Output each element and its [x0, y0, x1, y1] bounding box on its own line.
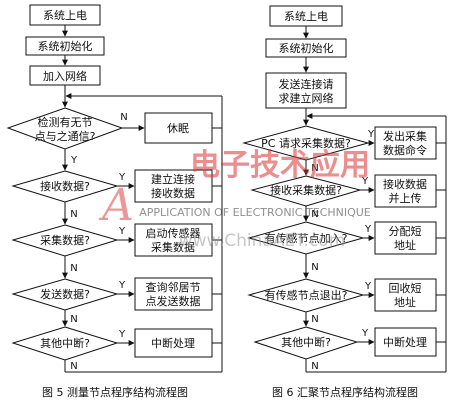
right-box-start-label: 系统上电	[284, 10, 328, 23]
right-caption: 图 6 汇聚节点程序结构流程图	[272, 385, 418, 399]
left-decision-1-line1: 检测有无节	[38, 115, 93, 129]
left-decision-4-label: 发送数据?	[40, 287, 90, 301]
left-decision-3-label: 采集数据?	[40, 233, 90, 247]
right-box-init-label: 系统初始化	[279, 41, 334, 55]
right-y-label-3: Y	[364, 224, 372, 235]
right-box-request-line2: 求建立网络	[279, 91, 334, 105]
right-nodes	[242, 5, 437, 360]
left-y-label-4: Y	[118, 280, 126, 291]
left-box-start-sensor	[134, 223, 213, 257]
left-box-join	[29, 65, 101, 86]
right-box-request	[265, 72, 347, 109]
right-n-label-2: N	[311, 209, 318, 220]
right-box-upload-line1: 接收数据	[383, 177, 427, 191]
right-box-cmd-line2: 数据命令	[383, 143, 427, 157]
left-y-label-3: Y	[118, 226, 126, 237]
left-box-start-sensor-line2: 采集数据	[151, 240, 195, 254]
right-box-start	[269, 5, 343, 27]
watermark-tagline: APPLICATION OF ELECTRONIC TECHNIQUE	[139, 206, 371, 219]
right-box-upload	[374, 174, 437, 208]
left-box-start-label: 系统上电	[43, 9, 87, 22]
left-n-label-5: N	[70, 361, 77, 372]
watermark-brand: 电子技术应用	[190, 148, 370, 183]
left-box-init-label: 系统初始化	[38, 39, 93, 53]
left-decision-1-line2: 点与之通信?	[35, 129, 96, 143]
right-box-cmd	[374, 126, 437, 160]
left-box-start	[29, 4, 101, 26]
left-decision-5-label: 其他中断?	[40, 336, 90, 350]
left-box-query-line2: 点发送数据	[146, 294, 201, 308]
left-box-init	[25, 36, 105, 56]
right-box-assign-line2: 地址	[394, 238, 416, 252]
left-y-label-2: Y	[118, 172, 126, 183]
left-box-sleep-label: 休眠	[167, 122, 189, 135]
left-nodes	[6, 4, 213, 361]
right-n-label-1: N	[311, 163, 318, 174]
left-box-sleep	[144, 112, 213, 144]
right-box-reclaim	[374, 278, 437, 312]
right-box-reclaim-line2: 地址	[394, 295, 416, 309]
left-box-isr-label: 中断处理	[151, 336, 195, 350]
right-box-assign	[374, 221, 437, 255]
left-decision-1	[6, 107, 124, 150]
right-box-assign-line1: 分配短	[389, 224, 422, 238]
left-caption: 图 5 测量节点程序结构流程图	[42, 385, 188, 399]
right-decision-1-label: PC 请求采集数据?	[261, 136, 351, 150]
left-n-label-4: N	[70, 314, 77, 325]
right-box-upload-line2: 并上传	[389, 191, 422, 205]
right-decision-4	[247, 278, 365, 313]
left-y-label-1: Y	[70, 155, 78, 166]
left-n-label-1: N	[120, 112, 127, 123]
left-box-establish-line2: 接收数据	[151, 186, 195, 200]
left-n-label-2: N	[70, 209, 77, 220]
right-box-cmd-line1: 发出采集	[383, 129, 427, 143]
right-decision-1	[242, 125, 370, 161]
left-box-start-sensor-line1: 启动传感器	[146, 227, 201, 240]
right-y-label-2: Y	[361, 176, 369, 187]
watermark: A 电子技术应用 APPLICATION OF ELECTRONIC TECHN…	[98, 148, 371, 251]
left-decision-2-label: 接收数据?	[40, 179, 90, 193]
left-decision-3	[11, 224, 119, 257]
left-decision-4	[11, 278, 119, 311]
left-box-query	[134, 277, 213, 311]
left-box-establish	[134, 169, 213, 203]
watermark-url: www.ChinaAET.com	[179, 231, 346, 251]
left-box-join-label: 加入网络	[43, 69, 87, 83]
left-decision-2	[11, 170, 119, 203]
left-box-query-line1: 查询邻居节	[146, 280, 201, 294]
right-decision-5-label: 其他中断?	[281, 335, 331, 349]
right-box-init	[265, 38, 347, 58]
right-decision-2-label: 接收采集数据?	[270, 183, 342, 197]
watermark-letter-a: A	[98, 180, 134, 231]
right-flowchart	[303, 26, 447, 373]
right-decision-3	[247, 221, 365, 255]
left-flowchart	[62, 25, 223, 373]
left-box-establish-line1: 建立连接	[151, 172, 195, 186]
left-n-label-3: N	[70, 263, 77, 274]
right-decision-4-label: 有传感节点退出?	[265, 288, 348, 302]
right-decision-3-label: 有传感节点加入?	[265, 231, 348, 245]
right-n-label-3: N	[311, 262, 318, 273]
right-decision-2	[250, 175, 362, 207]
right-n-label-4: N	[311, 314, 318, 325]
left-box-isr	[134, 328, 213, 358]
right-y-label-1: Y	[367, 129, 375, 140]
left-decision-5	[11, 326, 119, 361]
right-y-label-4: Y	[364, 281, 372, 292]
right-box-request-line1: 发送连接请	[279, 77, 334, 91]
right-box-reclaim-line1: 回收短	[389, 281, 422, 295]
right-n-label-5: N	[311, 361, 318, 372]
right-box-isr-label: 中断处理	[383, 335, 427, 349]
left-y-label-5: Y	[118, 329, 126, 340]
right-box-isr	[374, 327, 437, 357]
right-decision-5	[253, 326, 359, 360]
right-y-label-5: Y	[361, 328, 369, 339]
